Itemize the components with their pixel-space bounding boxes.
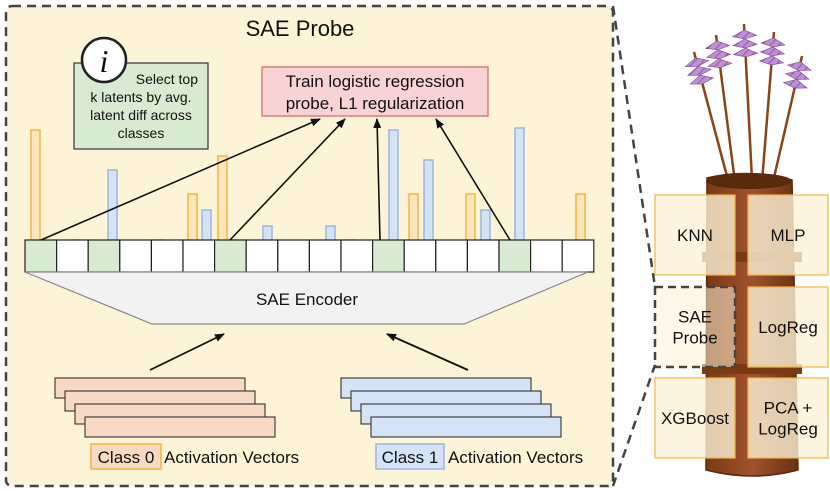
selection-arrows xyxy=(40,118,511,241)
arrow-feather xyxy=(731,29,758,40)
class1-tag-box xyxy=(375,443,445,470)
class0-activation-stack xyxy=(54,377,276,438)
latent-cell xyxy=(466,239,500,273)
latent-cell xyxy=(372,239,405,273)
train-note-line-1: Train logistic regression xyxy=(286,72,465,91)
quiver-cell xyxy=(654,194,736,276)
quiver-cell-label: SAE xyxy=(678,308,712,327)
latent-cell xyxy=(150,239,184,273)
sae-encoder-label: SAE Encoder xyxy=(256,290,358,309)
zoom-connector-top xyxy=(611,5,657,288)
latent-cell xyxy=(529,239,563,273)
class1-tag: Class 1 xyxy=(382,448,439,467)
selection-arrow-3 xyxy=(373,118,382,241)
quiver-cell-label: PCA + xyxy=(764,399,813,418)
select-note-line-3: latent diff across xyxy=(90,107,192,123)
train-probe-note: Train logistic regression probe, L1 regu… xyxy=(261,66,489,117)
latent-cell xyxy=(24,239,58,273)
class0-input-arrow xyxy=(149,333,225,371)
quiver-cell xyxy=(653,285,737,369)
selection-arrow-4 xyxy=(435,118,511,241)
class0-suffix: Activation Vectors xyxy=(164,448,299,467)
quiver-arrows xyxy=(684,23,812,183)
latent-bar xyxy=(514,127,525,255)
arrow-feather xyxy=(705,49,732,60)
class0-tag-box xyxy=(90,443,162,470)
class1-activation-stack xyxy=(340,377,562,438)
quiver-cell-label: LogReg xyxy=(758,318,818,337)
train-note-line-2: probe, L1 regularization xyxy=(286,94,465,113)
quiver-cell-label: XGBoost xyxy=(661,409,729,428)
arrow-feather xyxy=(759,46,786,57)
quiver-cell xyxy=(747,286,829,368)
quiver-rim xyxy=(706,173,792,189)
arrow-feather xyxy=(758,55,785,66)
latent-cell xyxy=(340,239,374,273)
select-note-line-2: k latents by avg. xyxy=(90,89,191,105)
latent-cell xyxy=(55,239,89,273)
arrow-feather xyxy=(686,66,712,76)
select-latents-note: i Select top k latents by avg. latent di… xyxy=(73,36,209,150)
latent-bar xyxy=(30,129,41,255)
quiver-cell-label: Probe xyxy=(672,329,717,348)
quiver-cell-label: MLP xyxy=(771,226,806,245)
arrow-feather xyxy=(760,37,786,48)
arrow-feather xyxy=(732,38,758,49)
latent-cell xyxy=(435,239,468,273)
selection-arrow-2 xyxy=(229,118,346,241)
sae-encoder xyxy=(24,271,589,325)
selection-arrow-1 xyxy=(40,118,321,241)
arrow-feather xyxy=(786,61,812,71)
latent-cell xyxy=(87,239,121,273)
arrow-feather xyxy=(704,40,731,51)
latent-bar xyxy=(388,129,399,255)
quiver-cell-label: KNN xyxy=(677,226,713,245)
quiver-cell-label: LogReg xyxy=(758,420,818,439)
latent-cell xyxy=(277,239,310,273)
class1-suffix: Activation Vectors xyxy=(448,448,583,467)
arrow-feather xyxy=(707,58,733,69)
arrow-feather xyxy=(784,70,810,80)
activation-vector xyxy=(370,416,562,438)
latent-cell xyxy=(214,239,247,273)
latent-cell xyxy=(403,239,437,273)
latent-cell xyxy=(119,239,153,273)
arrow-feather xyxy=(689,74,715,85)
quiver-cell xyxy=(747,377,829,459)
latent-cell xyxy=(245,239,279,273)
latent-strip xyxy=(24,239,595,273)
latent-cell xyxy=(182,239,216,273)
probe-panel-title: SAE Probe xyxy=(246,16,355,41)
latent-cell xyxy=(308,239,342,273)
arrow-feather xyxy=(684,57,710,67)
select-note-line-1: Select top xyxy=(136,71,198,87)
arrow-feather xyxy=(782,79,808,89)
select-note-line-4: classes xyxy=(118,125,165,141)
quiver-cell xyxy=(654,377,736,459)
class0-tag: Class 0 xyxy=(98,448,155,467)
latent-bar xyxy=(217,155,228,255)
info-icon xyxy=(80,36,128,84)
zoom-connector-bottom xyxy=(611,364,657,487)
class1-input-arrow xyxy=(386,333,469,371)
latent-cell xyxy=(561,239,595,273)
arrow-feather xyxy=(732,47,759,58)
quiver-strap-2 xyxy=(702,364,802,374)
quiver-cell xyxy=(747,194,829,276)
latent-cell xyxy=(498,239,532,273)
activation-vector xyxy=(84,416,276,438)
info-icon-glyph: i xyxy=(100,43,109,79)
